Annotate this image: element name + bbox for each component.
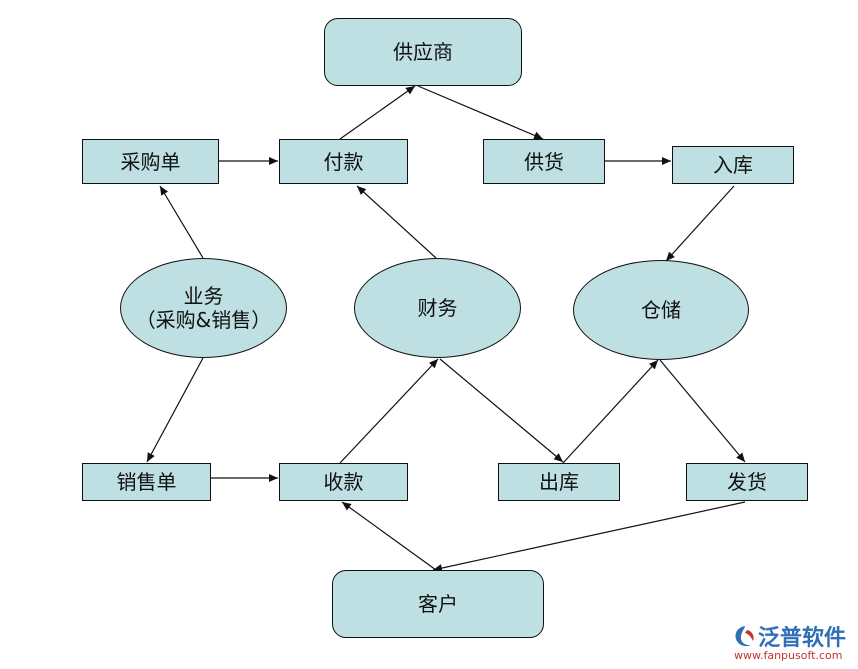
- arrow-customer-to-receipt: [341, 501, 437, 571]
- arrow-shipment-to-customer: [432, 501, 746, 572]
- logo-swirl-icon: [735, 626, 754, 647]
- node-payment: 付款: [279, 139, 408, 184]
- arrow-business-to-sales-order: [146, 357, 204, 463]
- logo-name: 泛普软件: [758, 626, 847, 651]
- logo-url: www.fanpusoft.com: [734, 649, 843, 662]
- node-business-line2: （采购&销售）: [135, 308, 272, 332]
- node-receipt: 收款: [279, 463, 408, 501]
- arrow-receipt-to-finance: [339, 358, 439, 464]
- node-sales-order: 销售单: [82, 463, 211, 501]
- node-stock-in: 入库: [672, 146, 794, 184]
- node-business-line1: 业务: [183, 284, 224, 308]
- node-finance: 财务: [354, 258, 521, 358]
- node-supply-goods: 供货: [483, 139, 605, 184]
- node-supplier: 供应商: [324, 18, 522, 86]
- brand-logo: 泛普软件 www.fanpusoft.com: [732, 622, 854, 666]
- arrow-finance-to-stock-out: [439, 358, 564, 463]
- node-business: 业务 （采购&销售）: [120, 258, 287, 358]
- node-stock-out: 出库: [498, 463, 620, 501]
- arrow-supplier-to-supply-goods: [417, 85, 544, 140]
- arrow-warehouse-to-shipment: [659, 359, 746, 463]
- arrow-stock-in-to-warehouse: [665, 185, 735, 262]
- node-shipment: 发货: [686, 463, 808, 501]
- node-customer: 客户: [332, 570, 544, 638]
- arrow-payment-to-supplier: [339, 85, 416, 140]
- arrow-business-to-purchase-order: [159, 185, 204, 259]
- node-warehouse: 仓储: [573, 260, 749, 360]
- arrow-finance-to-payment: [356, 185, 437, 259]
- node-purchase-order: 采购单: [82, 139, 219, 184]
- arrow-stock-out-to-warehouse: [562, 359, 659, 464]
